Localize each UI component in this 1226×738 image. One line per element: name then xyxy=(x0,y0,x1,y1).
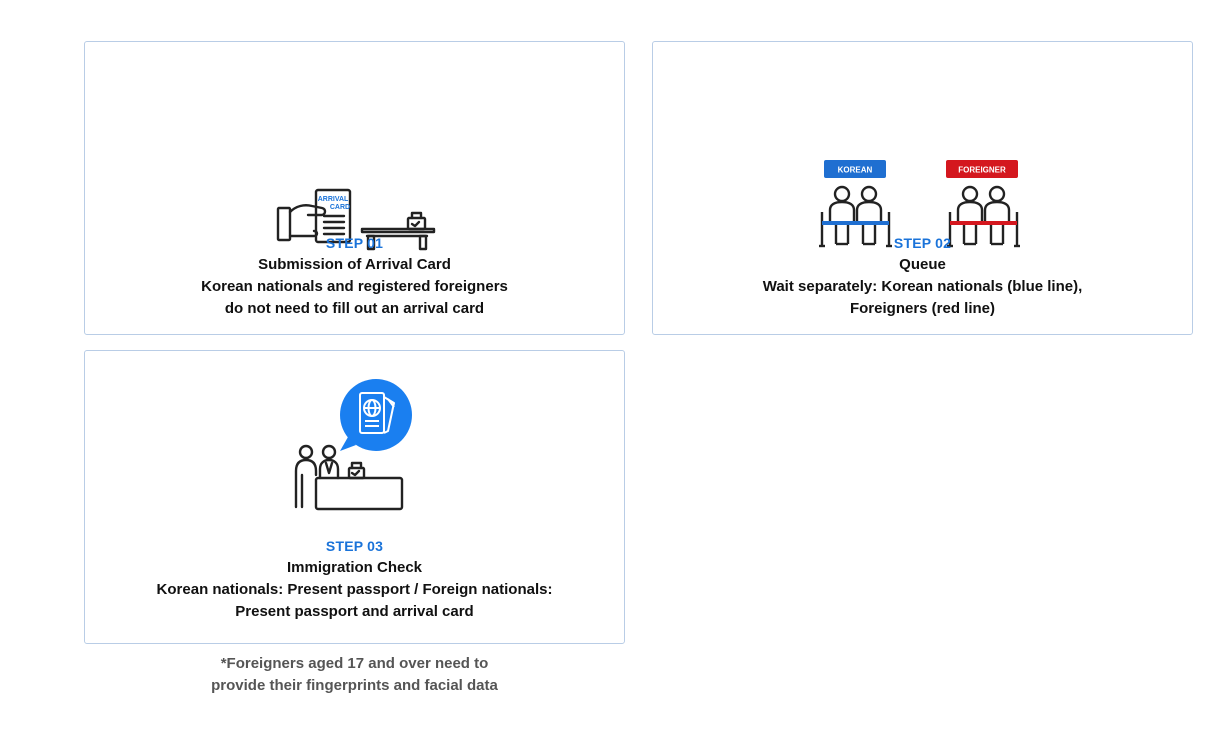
foreigner-badge-text: FOREIGNER xyxy=(958,166,1006,175)
korean-badge xyxy=(823,160,886,178)
step-01-card: ARRIVAL CARD STEP 01 Submission of Arriv… xyxy=(84,41,625,335)
step-text: STEP 03 Immigration Check Korean nationa… xyxy=(85,536,624,623)
step-label: STEP 01 xyxy=(325,235,384,251)
step-title: Queue xyxy=(899,256,946,273)
step-label: STEP 03 xyxy=(325,538,384,554)
korean-line xyxy=(821,221,889,225)
korean-badge-text: KOREAN xyxy=(837,166,872,175)
illustration: KOREAN FOREIGNER xyxy=(653,154,1192,254)
step-desc-line-1: Korean nationals: Present passport / For… xyxy=(156,581,553,598)
queue-icon: KOREAN FOREIGNER xyxy=(818,160,1020,248)
note-line-2: provide their fingerprints and facial da… xyxy=(211,677,498,694)
illustration xyxy=(85,375,624,515)
step-desc-line-2: Foreigners (red line) xyxy=(849,300,996,317)
foreigner-badge xyxy=(945,160,1018,178)
step-title: Submission of Arrival Card xyxy=(258,256,451,273)
immigration-check-icon xyxy=(294,379,412,511)
note-line-1: *Foreigners aged 17 and over need to xyxy=(220,655,489,672)
step-03-card: STEP 03 Immigration Check Korean nationa… xyxy=(84,350,625,644)
arrival-card-icon: ARRIVAL CARD xyxy=(276,188,435,251)
step-desc-line-1: Korean nationals and registered foreigne… xyxy=(201,278,508,295)
step-title: Immigration Check xyxy=(286,559,423,576)
step-desc-line-2: do not need to fill out an arrival card xyxy=(224,300,485,317)
step-text: STEP 02 Queue Wait separately: Korean na… xyxy=(653,233,1192,320)
card-label-arrival: ARRIVAL xyxy=(317,196,348,203)
foreigner-line xyxy=(949,221,1017,225)
card-label-card: CARD xyxy=(329,204,349,211)
step-desc-line-2: Present passport and arrival card xyxy=(235,603,474,620)
illustration: ARRIVAL CARD xyxy=(85,182,624,252)
step-desc-line-1: Wait separately: Korean nationals (blue … xyxy=(762,278,1083,295)
fingerprint-note: *Foreigners aged 17 and over need to pro… xyxy=(84,653,625,697)
step-label: STEP 02 xyxy=(893,235,952,251)
step-02-card: KOREAN FOREIGNER xyxy=(652,41,1193,335)
step-text: STEP 01 Submission of Arrival Card Korea… xyxy=(85,233,624,320)
